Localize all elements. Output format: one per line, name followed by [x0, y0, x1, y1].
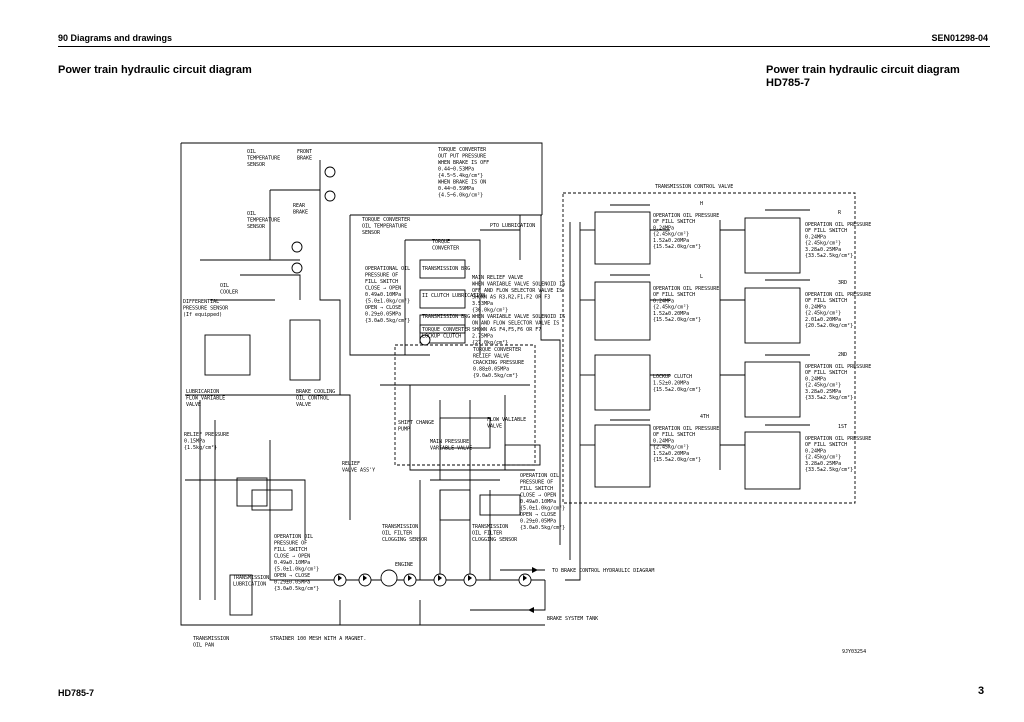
label-pto-lubrication: PTO LUBRICATION [490, 223, 535, 229]
label-transmission-brg-2: TRANSMISSION BRG [422, 314, 470, 320]
side-title: Power train hydraulic circuit diagram HD… [766, 64, 960, 90]
clutch-right-tag-1: 3RD [838, 280, 847, 286]
clutch-left-tag-0: H [700, 201, 703, 207]
header-rule [58, 46, 990, 47]
label-transmission-control-valve: TRANSMISSION CONTROL VALVE [655, 184, 733, 190]
label-ii-clutch-lubrication: II CLUTCH LUBRICATION [422, 293, 485, 299]
clutch-right-tag-3: 1ST [838, 424, 847, 430]
footer-model: HD785-7 [58, 688, 95, 698]
label-brake-system-tank: BRAKE SYSTEM TANK [547, 616, 598, 622]
clutch-left-tag-2: 4TH [700, 414, 709, 420]
header-section-label: 90 Diagrams and drawings [58, 33, 173, 43]
clutch-right-tag-2: 2ND [838, 352, 847, 358]
label-drawing-no: 9JY03254 [842, 649, 866, 655]
clutch-right-tag-0: R [838, 210, 842, 216]
header-doc-number: SEN01298-04 [931, 33, 988, 43]
side-title-model: HD785-7 [766, 77, 811, 89]
clutch-left-tag-1: L [700, 274, 703, 280]
side-title-line1: Power train hydraulic circuit diagram [766, 64, 960, 76]
label-strainer: STRAINER 100 MESH WITH A MAGNET. [270, 636, 366, 642]
label-engine: ENGINE [395, 562, 413, 568]
page-number: 3 [978, 685, 985, 697]
label-to-brake-control: TO BRAKE CONTROL HYDRAULIC DIAGRAM [552, 568, 654, 574]
page-title: Power train hydraulic circuit diagram [58, 64, 252, 76]
label-transmission-brg: TRANSMISSION BRG [422, 266, 470, 272]
